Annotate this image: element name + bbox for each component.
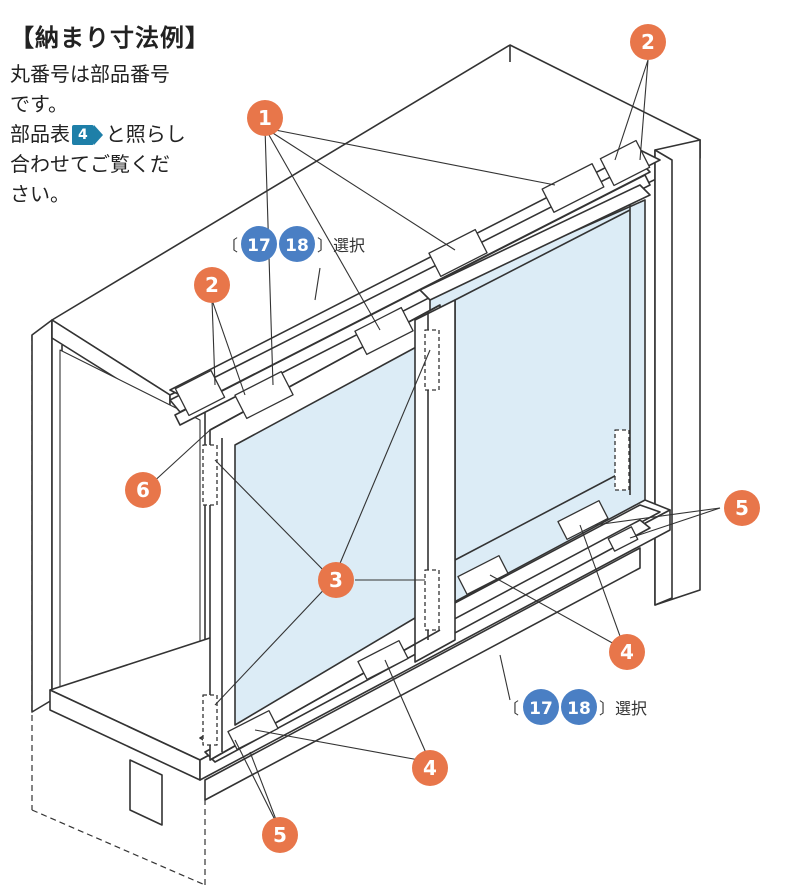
callout-2-top: 2 — [630, 24, 666, 60]
parts-table-ref-badge: 4 — [72, 125, 103, 145]
callout-3: 3 — [318, 562, 354, 598]
svg-text:5: 5 — [735, 496, 749, 520]
select-top-badge-b — [279, 226, 315, 262]
select-top-badge-b-text: 18 — [285, 236, 309, 256]
svg-text:6: 6 — [136, 478, 150, 502]
select-label-bottom: 〔 17 18 〕選択 — [503, 689, 647, 725]
select-top-open: 〔 — [222, 236, 238, 255]
caption-line-2: です。 — [10, 92, 68, 116]
leader-lines — [149, 59, 721, 831]
svg-text:3: 3 — [329, 568, 343, 592]
callout-5-bottom: 5 — [262, 817, 298, 853]
svg-text:1: 1 — [258, 106, 272, 130]
bottom-guide-hardware — [227, 499, 639, 751]
caption-line-4: 合わせてご覧くだ — [10, 152, 170, 176]
select-bottom-open: 〔 — [503, 699, 519, 718]
stopper-hardware — [202, 329, 630, 746]
caption-title: 【納まり寸法例】 — [10, 24, 210, 52]
svg-text:4: 4 — [620, 640, 634, 664]
svg-text:2: 2 — [205, 273, 219, 297]
caption-line-1: 丸番号は部品番号 — [10, 62, 170, 86]
select-bottom-badge-a — [523, 689, 559, 725]
callout-5-right: 5 — [724, 490, 760, 526]
svg-text:5: 5 — [273, 823, 287, 847]
right-side-wall — [654, 139, 701, 606]
select-top-badge-a-text: 17 — [247, 236, 271, 256]
callout-4-bottom: 4 — [412, 750, 448, 786]
svg-text:4: 4 — [423, 756, 437, 780]
select-bottom-badge-b-text: 18 — [567, 699, 591, 719]
caption-line-5: さい。 — [10, 182, 70, 206]
select-top-badge-a — [241, 226, 277, 262]
callout-2-left: 2 — [194, 267, 230, 303]
select-bottom-close: 〕選択 — [599, 699, 647, 718]
left-side-panel-dashed — [31, 335, 206, 886]
hanger-hardware — [174, 139, 651, 420]
caption-line-3-post: と照らし — [105, 122, 186, 146]
select-bottom-badge-b — [561, 689, 597, 725]
select-label-top: 〔 17 18 〕選択 — [222, 226, 365, 262]
callouts: 1 2 2 6 3 5 4 4 5 — [125, 24, 760, 853]
callout-6: 6 — [125, 472, 161, 508]
callout-4-right: 4 — [609, 634, 645, 670]
front-glass-door — [209, 299, 456, 761]
callout-1: 1 — [247, 100, 283, 136]
select-bottom-badge-a-text: 17 — [529, 699, 553, 719]
caption-line-3-pre: 部品表 — [10, 122, 70, 146]
svg-text:2: 2 — [641, 30, 655, 54]
select-top-close: 〕選択 — [317, 236, 365, 255]
